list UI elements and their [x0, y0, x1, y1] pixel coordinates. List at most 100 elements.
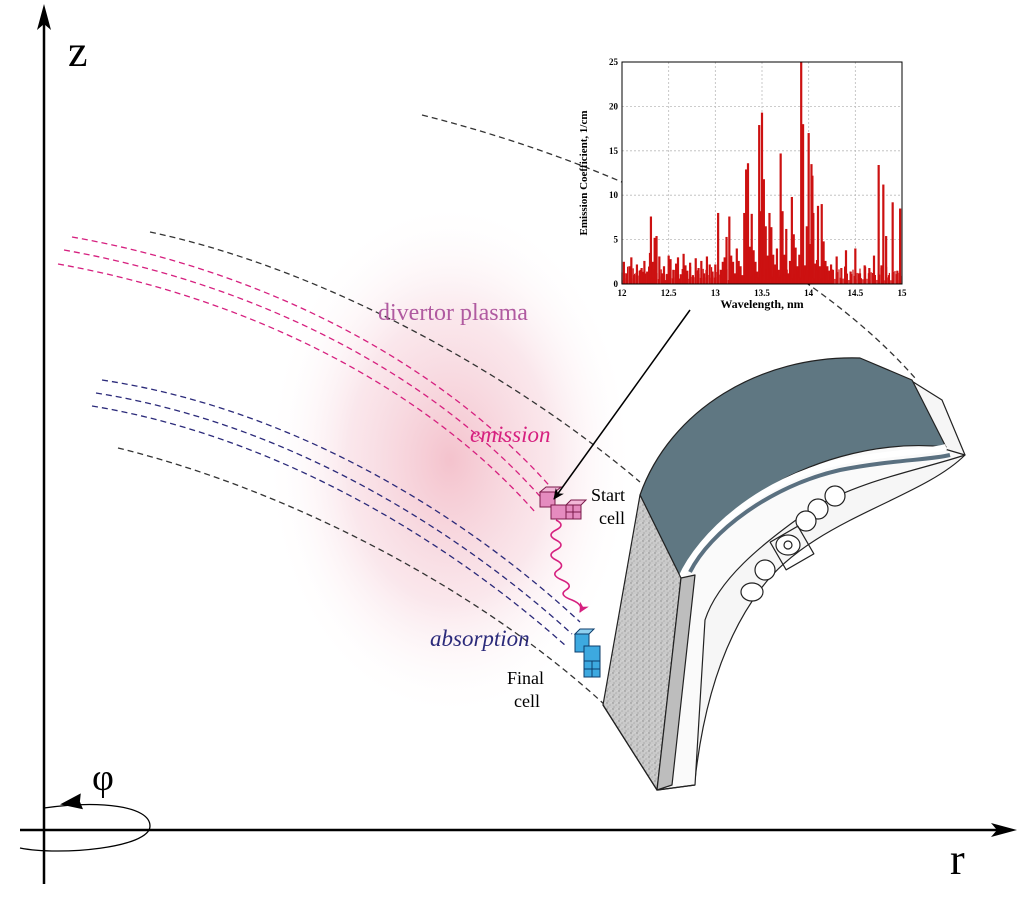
chart-bar	[764, 226, 767, 284]
chart-continuum-bar	[767, 279, 769, 284]
divertor-plate-white-stripe	[678, 444, 947, 580]
chart-bar	[649, 216, 653, 284]
chart-bar	[807, 133, 810, 284]
chart-continuum-bar	[669, 266, 671, 284]
chart-bar	[801, 124, 805, 284]
chart-x-tick-label: 13.5	[754, 288, 770, 298]
chart-bar	[877, 165, 880, 284]
chart-bar	[770, 227, 773, 284]
chart-continuum-bar	[729, 275, 731, 284]
chart-continuum-bar	[635, 272, 637, 284]
chart-bar	[725, 236, 728, 284]
chart-x-tick-label: 14.5	[847, 288, 863, 298]
chart-bar	[891, 202, 894, 284]
chart-continuum-bar	[629, 279, 631, 284]
chart-continuum-bar	[716, 271, 718, 284]
chart-continuum-bar	[744, 268, 746, 284]
divertor-plate-bottom	[602, 704, 696, 791]
chart-bar	[863, 265, 866, 284]
chart-continuum-bar	[831, 269, 833, 284]
chart-continuum-bar	[625, 278, 627, 284]
chart-bar	[820, 204, 823, 284]
chart-bar	[735, 248, 738, 284]
chart-continuum-bar	[685, 280, 687, 284]
chart-bar	[730, 255, 733, 284]
chart-continuum-bar	[641, 273, 643, 284]
chart-bar	[630, 257, 633, 284]
chart-continuum-bar	[891, 273, 893, 284]
chart-continuum-bar	[653, 269, 655, 284]
chart-bar	[745, 169, 748, 284]
phi-rotation-arrow	[19, 803, 151, 852]
chart-pointer-arrow	[553, 309, 691, 500]
chart-continuum-bar	[807, 270, 809, 284]
chart-continuum-bar	[768, 268, 770, 284]
divertor-plate-dark-stripe	[688, 453, 951, 573]
start-cell-cube-2	[550, 504, 567, 520]
chart-continuum-bar	[622, 280, 624, 284]
chart-y-axis-label: Emission Coefficient, 1/cm	[578, 111, 590, 236]
chart-continuum-bar	[898, 272, 900, 284]
chart-continuum-bar	[694, 277, 696, 284]
chart-continuum-bar	[730, 276, 732, 284]
chart-continuum-bar	[740, 275, 742, 284]
chart-bar	[646, 271, 649, 284]
chart-continuum-bar	[681, 269, 683, 284]
chart-continuum-bar	[845, 280, 847, 284]
chart-continuum-bar	[802, 266, 804, 284]
chart-bar	[658, 256, 661, 284]
chart-bar	[777, 269, 780, 284]
chart-continuum-bar	[720, 277, 722, 284]
chart-bar	[739, 266, 742, 284]
chart-continuum-bar	[684, 270, 686, 284]
chart-continuum-bar	[799, 277, 801, 284]
cooling-tube-3	[795, 510, 817, 532]
chart-y-tick-label: 0	[614, 279, 619, 289]
chart-bar	[812, 212, 815, 284]
chart-continuum-bar	[900, 275, 902, 284]
chart-continuum-bar	[870, 272, 872, 284]
chart-continuum-bar	[795, 269, 797, 284]
cooling-tube-6	[740, 582, 764, 602]
chart-x-tick-label: 14	[804, 288, 814, 298]
chart-continuum-bar	[856, 272, 858, 284]
cooling-tube-1	[824, 485, 846, 507]
chart-bar	[899, 208, 902, 284]
chart-continuum-bar	[627, 266, 629, 284]
final-cell-label-line2: cell	[514, 691, 540, 711]
chart-continuum-bar	[737, 273, 739, 284]
chart-continuum-bar	[659, 276, 661, 284]
chart-continuum-bar	[747, 269, 749, 284]
chart-continuum-bar	[775, 272, 777, 284]
chart-continuum-bar	[723, 268, 725, 284]
chart-bar	[700, 260, 703, 284]
chart-continuum-bar	[722, 278, 724, 284]
chart-continuum-bar	[711, 267, 713, 284]
chart-continuum-bar	[734, 277, 736, 284]
chart-continuum-bar	[655, 272, 657, 284]
chart-continuum-bar	[895, 274, 897, 284]
chart-bar	[775, 248, 779, 284]
chart-continuum-bar	[741, 276, 743, 284]
chart-bar	[653, 237, 656, 284]
chart-continuum-bar	[699, 277, 701, 284]
chart-continuum-bar	[886, 266, 888, 284]
chart-y-tick-label: 15	[609, 146, 619, 156]
final-cell-cube-2	[583, 645, 601, 663]
chart-continuum-bar	[879, 274, 881, 284]
chart-continuum-bar	[860, 278, 862, 284]
chart-bar	[783, 254, 786, 284]
chart-continuum-bar	[687, 274, 689, 284]
chart-continuum-bar	[869, 280, 871, 284]
chart-continuum-bar	[771, 276, 773, 284]
chart-continuum-bar	[832, 276, 834, 284]
chart-bar	[721, 261, 724, 284]
chart-bar	[805, 226, 808, 284]
chart-continuum-bar	[782, 277, 784, 284]
chart-continuum-bar	[656, 273, 658, 284]
photon-path	[550, 519, 589, 613]
chart-continuum-bar	[793, 274, 795, 284]
chart-continuum-bar	[841, 278, 843, 284]
chart-continuum-bar	[867, 273, 869, 284]
chart-continuum-bar	[894, 270, 896, 284]
